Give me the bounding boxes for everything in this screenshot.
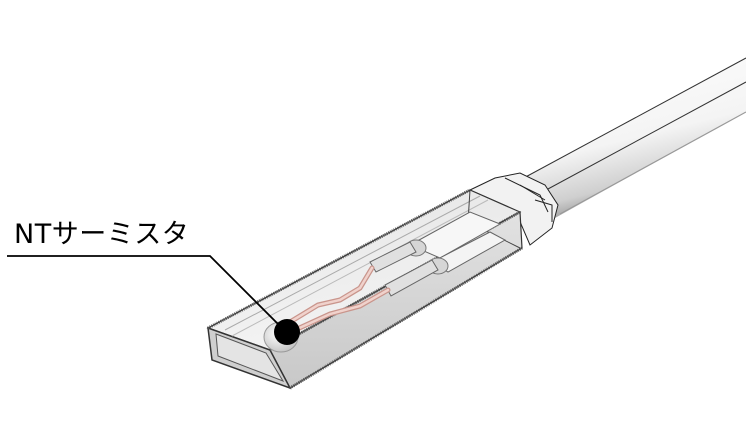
- lead-wires: [287, 265, 391, 333]
- inner-components: [369, 211, 507, 297]
- callout-label-thermistor: NTサーミスタ: [14, 219, 190, 250]
- cable: [519, 57, 746, 218]
- callout-leader: [7, 255, 284, 330]
